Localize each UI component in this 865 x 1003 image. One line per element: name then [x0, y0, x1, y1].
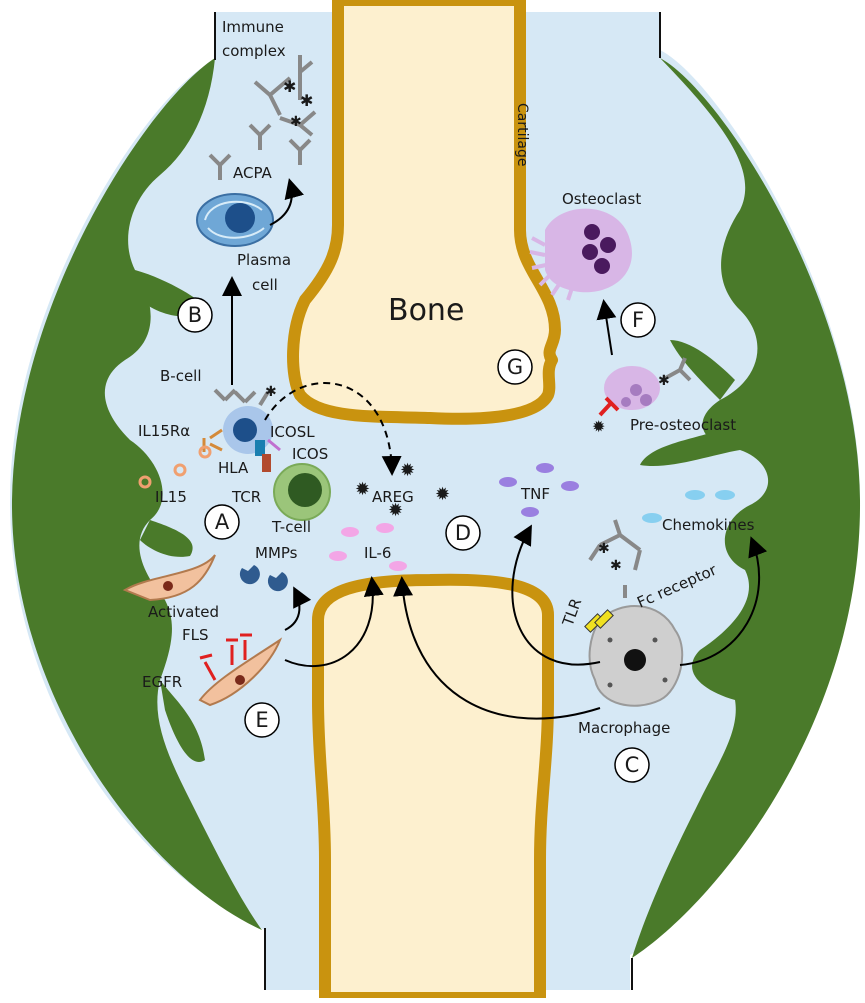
hla-icon: [255, 440, 265, 456]
hla-label: HLA: [218, 459, 249, 477]
cartilage-label: Cartilage: [514, 103, 530, 166]
antigen-star-icon-bcell: ✱: [265, 384, 277, 400]
areg-icon-2: ✹: [400, 460, 415, 481]
activated-fls-label-2: FLS: [182, 626, 209, 644]
osteoclast-label: Osteoclast: [562, 190, 641, 208]
macrophage-label: Macrophage: [578, 719, 670, 737]
bone-label: Bone: [388, 293, 464, 328]
marker-c: C: [615, 748, 649, 782]
marker-g: G: [498, 350, 532, 384]
svg-text:D: D: [455, 521, 471, 545]
antigen-star-icon-2: ✱: [300, 91, 313, 110]
activated-fls-label: Activated: [148, 603, 219, 621]
mmps-label: MMPs: [255, 544, 298, 562]
areg-label: AREG: [372, 488, 414, 506]
marker-e: E: [245, 703, 279, 737]
t-cell-label: T-cell: [271, 518, 311, 536]
antigen-star-icon-preost: ✱: [658, 373, 670, 389]
antigen-star-icon: ✱: [283, 77, 296, 96]
il15ra-label: IL15Rα: [138, 422, 190, 440]
macrophage-cell: [585, 606, 682, 706]
svg-text:C: C: [625, 753, 640, 777]
chemokines-label: Chemokines: [662, 516, 755, 534]
svg-text:A: A: [215, 510, 230, 534]
pre-osteoclast-label: Pre-osteoclast: [630, 416, 736, 434]
svg-text:B: B: [188, 303, 202, 327]
lower-bone: [318, 580, 548, 998]
t-cell: [274, 464, 330, 520]
tcr-icon: [262, 454, 271, 472]
icosl-label: ICOSL: [270, 423, 315, 441]
tcr-label: TCR: [231, 488, 261, 506]
acpa-label: ACPA: [233, 164, 273, 182]
antigen-star-icon-mac: ✱: [598, 541, 610, 557]
il15-label: IL15: [155, 488, 187, 506]
marker-d: D: [446, 516, 480, 550]
plasma-cell-label: Plasma: [237, 251, 291, 269]
areg-icon: ✹: [355, 479, 370, 500]
immune-complex-label-2: complex: [222, 42, 286, 60]
plasma-cell-label-2: cell: [252, 276, 278, 294]
svg-text:G: G: [507, 355, 523, 379]
antigen-star-icon-3: ✱: [290, 114, 302, 130]
icos-label: ICOS: [292, 445, 328, 463]
areg-icon-3: ✹: [435, 484, 450, 505]
marker-a: A: [205, 505, 239, 539]
b-cell-label: B-cell: [160, 367, 202, 385]
marker-f: F: [621, 303, 655, 337]
plasma-cell: [197, 194, 273, 246]
egfr-label: EGFR: [142, 673, 182, 691]
svg-text:E: E: [255, 708, 268, 732]
rank-receptor-icon: ✹: [592, 417, 605, 436]
il6-label: IL-6: [364, 544, 391, 562]
immune-complex-label: Immune: [222, 18, 284, 36]
marker-b: B: [178, 298, 212, 332]
svg-text:F: F: [632, 308, 644, 332]
tnf-label: TNF: [520, 485, 550, 503]
antigen-star-icon-mac-2: ✱: [610, 558, 622, 574]
